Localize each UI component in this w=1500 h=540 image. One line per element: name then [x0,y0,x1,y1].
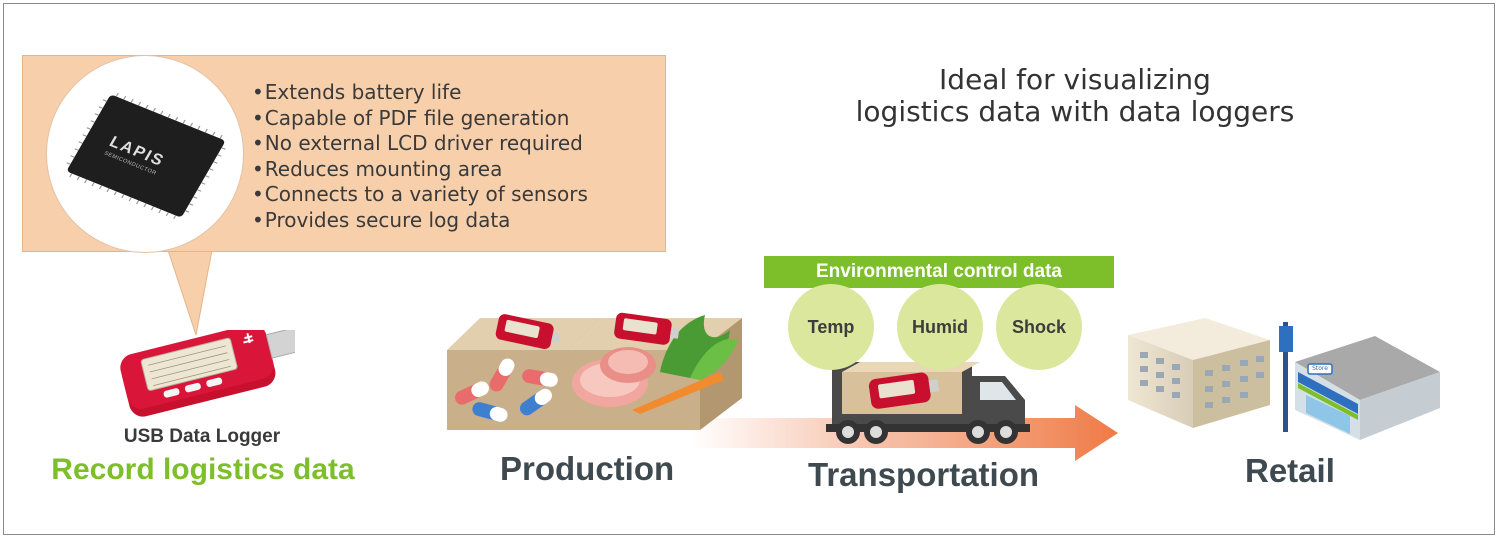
feature-item: Reduces mounting area [252,157,588,183]
meat-and-vegetables [572,315,738,414]
headline-line-2: logistics data with data loggers [855,95,1295,128]
speech-bubble-tail [167,249,213,336]
logger-on-production-box-2 [614,312,680,345]
convenience-store [1279,322,1440,440]
headline: Ideal for visualizing logistics data wit… [800,64,1350,128]
store-sign-text: Store [1312,365,1328,372]
headline-line-1: Ideal for visualizing [939,63,1211,96]
sensor-humid: Humid [897,284,983,370]
delivery-truck [826,362,1030,444]
usb-data-logger-icon [120,330,295,417]
chip-image-circle: LAPIS SEMICONDUCTOR [46,55,244,253]
feature-item: Provides secure log data [252,208,588,234]
lapis-chip-icon: LAPIS SEMICONDUCTOR [66,92,226,220]
capsules [455,358,558,422]
sensor-temp: Temp [788,284,874,370]
sensor-shock: Shock [996,284,1082,370]
feature-item: No external LCD driver required [252,131,588,157]
feature-item: Capable of PDF file generation [252,106,588,132]
stage-label-production: Production [500,450,675,487]
usb-logger-caption: USB Data Logger [123,426,281,447]
logger-on-production-box-1 [495,314,561,349]
feature-list: Extends battery life Capable of PDF file… [252,80,588,234]
stage-label-retail: Retail [1245,452,1335,489]
stage-label-transportation: Transportation [808,456,1040,493]
environmental-data-banner: Environmental control data [764,256,1114,288]
record-logistics-data-label: Record logistics data [51,453,355,486]
feature-item: Connects to a variety of sensors [252,182,588,208]
office-building [1128,318,1270,428]
feature-item: Extends battery life [252,80,588,106]
